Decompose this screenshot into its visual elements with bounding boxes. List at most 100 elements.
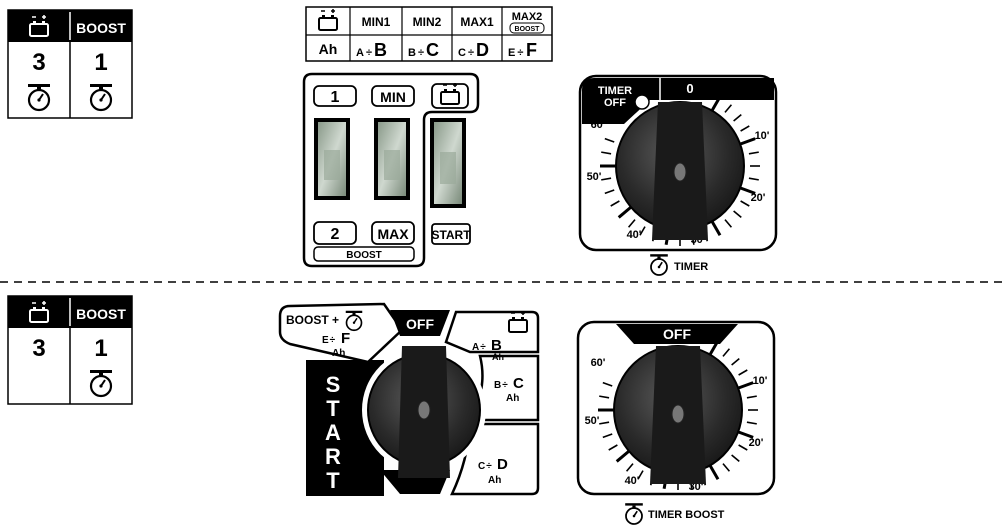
table-header-min2: MIN2: [413, 15, 442, 29]
top-legend-table: BOOST 3 1: [7, 9, 133, 119]
dial-tick: [617, 205, 632, 219]
svg-text:D: D: [476, 40, 489, 60]
dial-tick: [731, 357, 740, 366]
dial-tick: [746, 421, 757, 425]
svg-text:B÷: B÷: [408, 47, 424, 59]
switch-panel: 1 MIN 2 MAX BOOST START: [302, 72, 480, 268]
dial-tick: [710, 95, 722, 112]
dial-tick: [722, 463, 731, 472]
start-switch[interactable]: [430, 118, 466, 208]
switch-label-2: [313, 221, 357, 245]
svg-text:C÷: C÷: [458, 47, 474, 59]
start-label-text: START: [431, 228, 471, 242]
table-cell: E÷ F: [508, 40, 537, 60]
timer-boost-caption: TIMER BOOST: [648, 509, 725, 521]
dial-tick: [599, 395, 610, 399]
selector-panel: OFF BOOST + E÷ F Ah A÷ B Ah B÷ C Ah C÷ D…: [278, 302, 540, 496]
timer-boost-tick-10: 10': [753, 375, 768, 387]
timer-boost-panel: OFF 10' 20' 30' 40' 50' 60' TIMER BOOST: [576, 320, 776, 525]
bottom-legend-table: BOOST 3 1: [7, 295, 133, 405]
dial-tick: [604, 189, 615, 195]
dial-tick: [602, 433, 613, 439]
dial-tick: [740, 200, 750, 207]
stopwatch-icon: [624, 502, 644, 525]
selector-off: OFF: [406, 316, 434, 332]
dial-tick: [738, 369, 748, 376]
dial-tick: [615, 449, 630, 463]
dial-tick: [737, 430, 754, 439]
dial-tick: [604, 137, 615, 143]
dial-tick: [722, 348, 731, 357]
top-legend-val-right: 1: [94, 49, 107, 76]
svg-text:C÷: C÷: [478, 461, 492, 472]
table-header-max2-boost: BOOST: [515, 26, 541, 33]
svg-text:Ah: Ah: [506, 393, 519, 404]
timer-caption: TIMER: [674, 261, 708, 273]
switch-label-max-text: MAX: [377, 226, 409, 242]
timer-boost-tick-60: 60': [591, 357, 606, 369]
table-cell: C÷ D: [458, 40, 489, 60]
svg-text:F: F: [526, 40, 537, 60]
timer-tick-40: 40': [627, 229, 642, 241]
dial-tick: [710, 220, 722, 237]
dial-tick: [748, 177, 759, 181]
rocker-switch-2[interactable]: [374, 118, 410, 200]
switch-label-max: [371, 221, 415, 245]
dial-tick: [608, 444, 618, 451]
dial-tick: [738, 444, 748, 451]
dial-tick: [601, 177, 612, 181]
timer-boost-knob[interactable]: [613, 345, 743, 484]
timer-boost-tick-40: 40': [625, 475, 640, 487]
svg-text:B÷: B÷: [494, 380, 508, 391]
svg-text:Ah: Ah: [488, 475, 501, 486]
dial-tick: [731, 454, 740, 463]
table-row-label: Ah: [319, 41, 338, 57]
dial-tick: [708, 464, 720, 481]
switch-label-1: [313, 85, 357, 107]
timer-knob[interactable]: [615, 101, 745, 240]
switch-label-min: [371, 85, 415, 107]
dial-tick: [737, 381, 754, 390]
timer-off-line2: OFF: [604, 97, 626, 109]
dial-tick: [601, 151, 612, 155]
switch-label-min-text: MIN: [380, 89, 406, 105]
switch-label-1-text: 1: [331, 89, 340, 106]
dial-tick: [625, 463, 634, 472]
svg-text:Ah: Ah: [332, 348, 345, 359]
boost-bar-text: BOOST: [346, 250, 382, 261]
timer-boost-off: OFF: [663, 326, 691, 342]
timer-tick-10: 10': [755, 130, 770, 142]
dial-tick: [733, 113, 742, 122]
stopwatch-icon: [649, 253, 669, 276]
svg-text:T: T: [326, 468, 340, 493]
timer-panel: TIMER OFF 0 10' 20' 30' 40' 50' 60' TIME…: [578, 74, 778, 276]
top-legend-boost: BOOST: [76, 20, 126, 36]
timer-tick-20: 20': [751, 192, 766, 204]
dial-tick: [627, 219, 636, 228]
svg-text:B: B: [374, 40, 387, 60]
svg-text:Ah: Ah: [492, 352, 504, 362]
dial-tick: [748, 151, 759, 155]
svg-text:A÷: A÷: [356, 47, 372, 59]
selector-cd-label: C÷ D Ah: [478, 456, 508, 486]
svg-text:F: F: [341, 330, 350, 347]
selector-knob[interactable]: [362, 346, 486, 478]
svg-text:A÷: A÷: [472, 342, 486, 353]
dial-tick: [724, 104, 733, 113]
table-cell: B÷ C: [408, 40, 439, 60]
table-cell: A÷ B: [356, 40, 387, 60]
bottom-legend-boost: BOOST: [76, 306, 126, 322]
timer-tick-50: 50': [587, 171, 602, 183]
bottom-legend-val-left: 3: [32, 335, 45, 362]
selector-bc-label: B÷ C Ah: [494, 375, 524, 404]
rocker-switch-1[interactable]: [314, 118, 350, 200]
timer-tick-60: 60': [591, 119, 606, 131]
svg-text:C: C: [513, 375, 524, 392]
dial-tick: [739, 137, 756, 146]
dial-tick: [724, 219, 733, 228]
start-label: [431, 223, 471, 245]
selector-ab-label: A÷ B Ah: [472, 337, 504, 362]
svg-text:T: T: [326, 396, 340, 421]
switch-label-2-text: 2: [331, 226, 340, 243]
